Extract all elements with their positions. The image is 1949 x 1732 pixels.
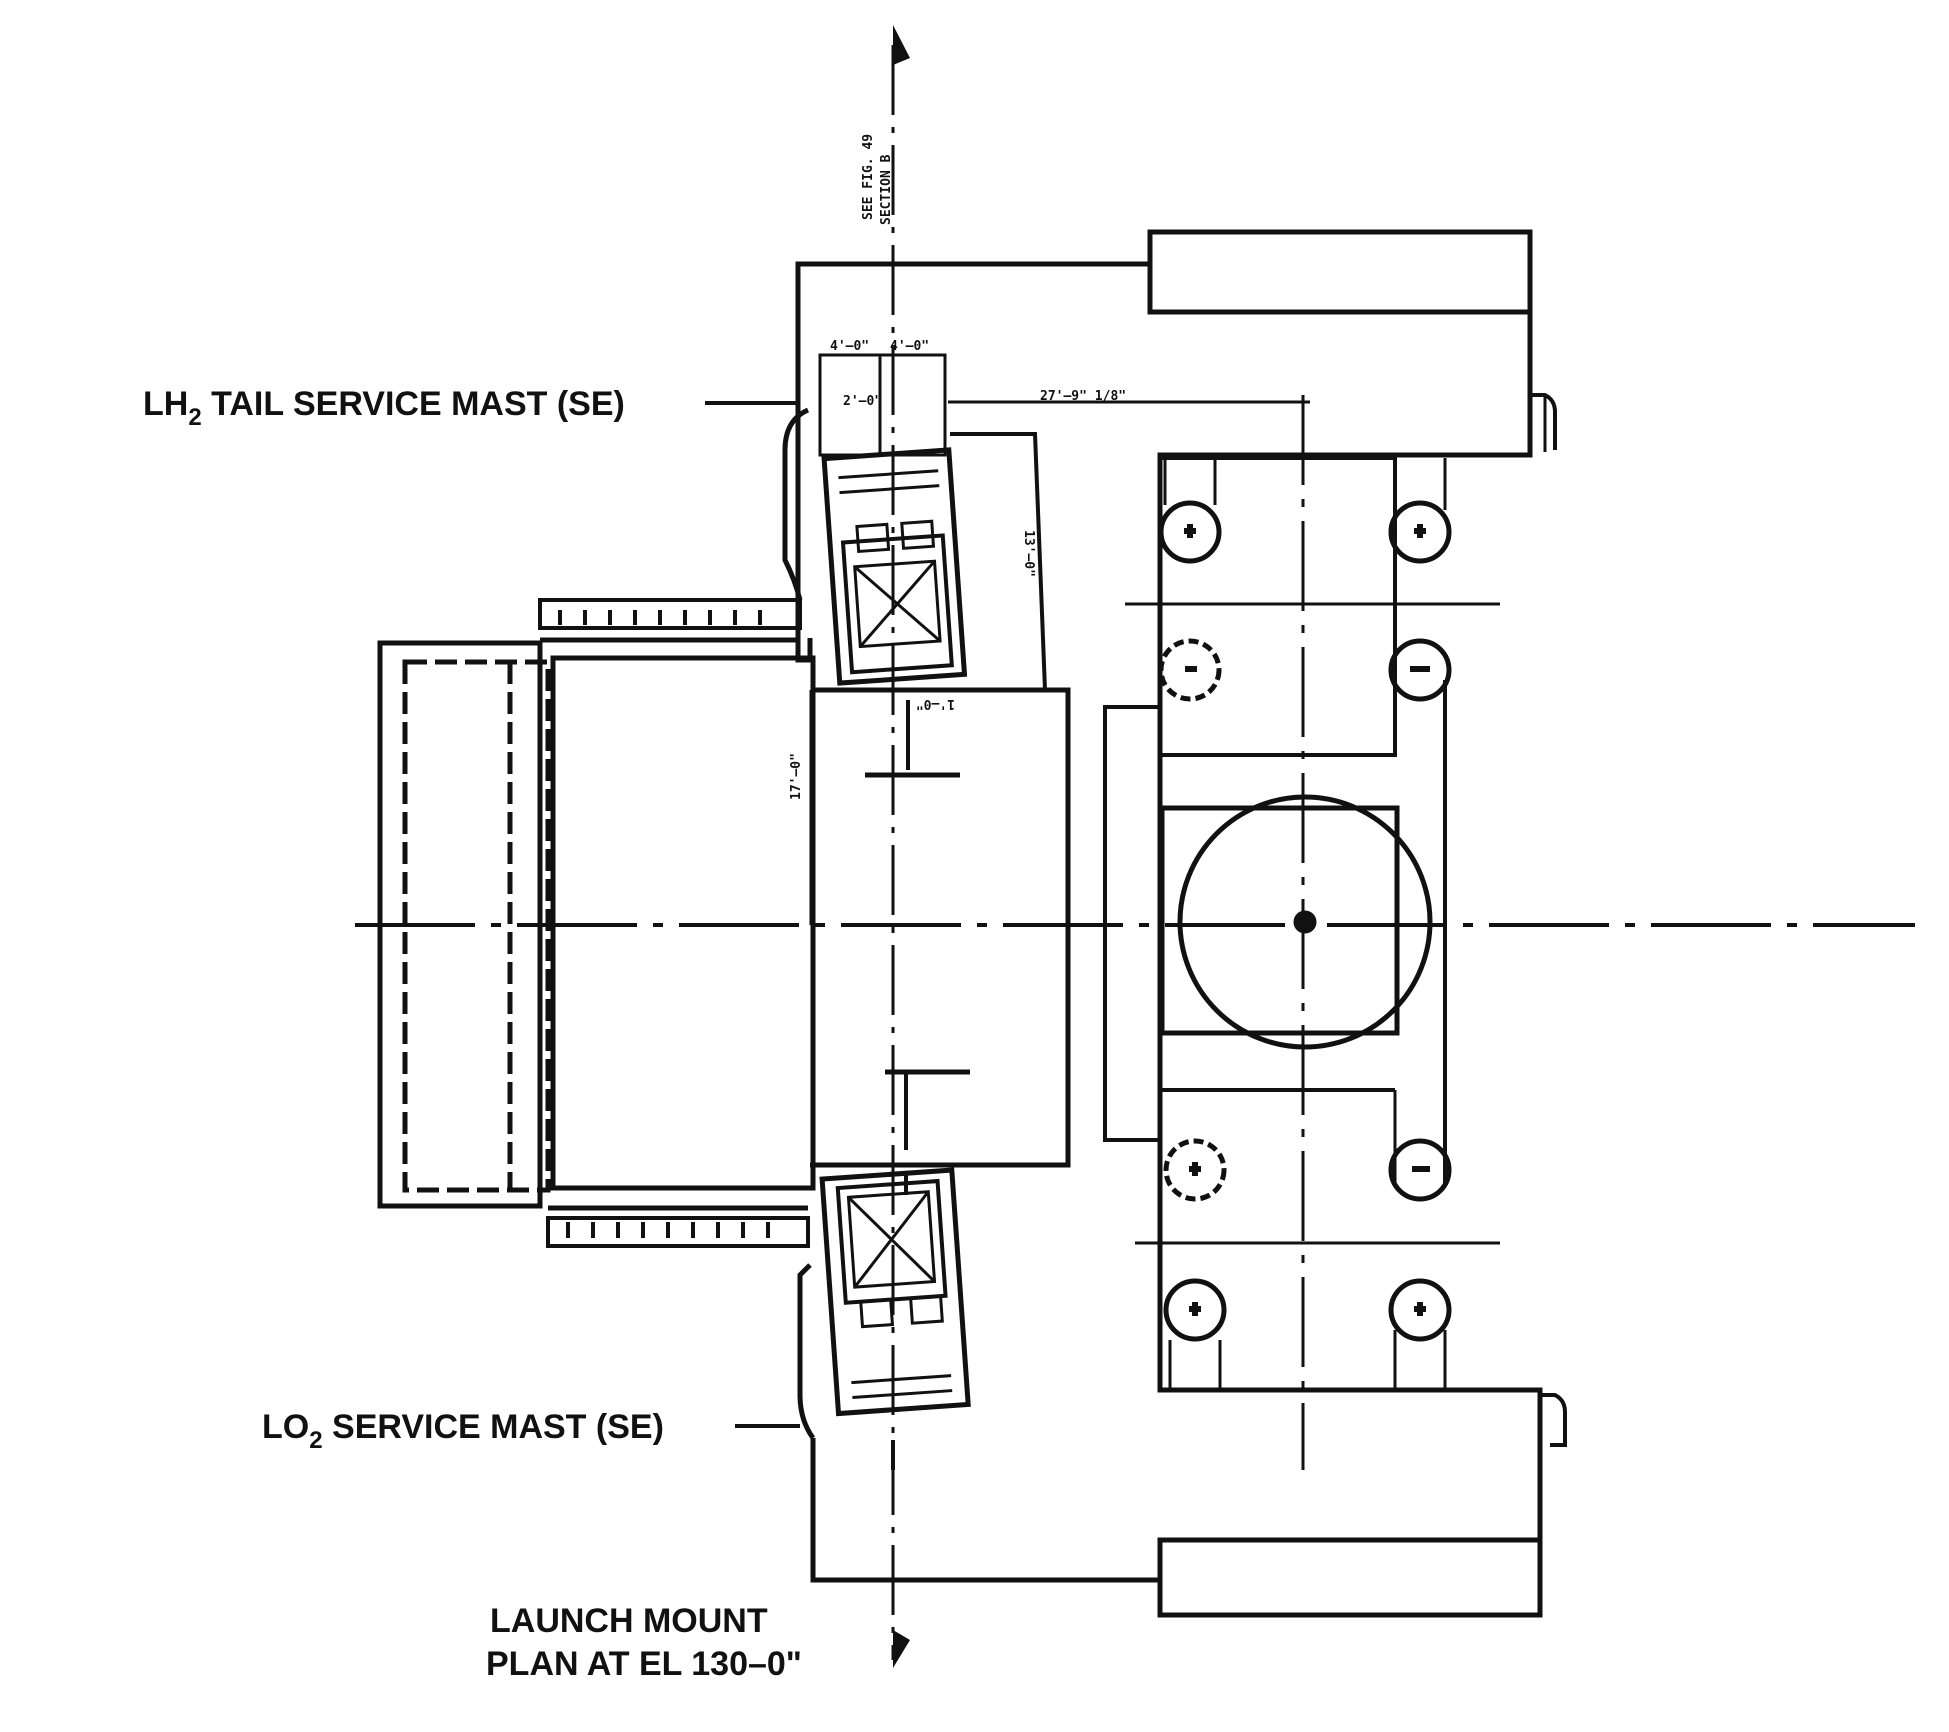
lh2-mast-assembly: [821, 447, 968, 686]
dim-center-left: 17'–0": [789, 753, 804, 800]
dim-vertical-right: 13'–0": [1021, 530, 1036, 577]
dim-long-run: 27'–9" 1/8": [1040, 389, 1126, 404]
dim-top-right: 4'–0": [890, 339, 929, 354]
holddown-circle-3: [1158, 638, 1222, 702]
left-stub-frame: [1103, 705, 1160, 1142]
holddown-circle-1: [1158, 500, 1222, 564]
upper-comb-shield: [538, 598, 802, 630]
holddown-circle-2: [1388, 500, 1452, 564]
center-big-circle: [1177, 794, 1433, 1050]
lh2-mast-frame: [818, 353, 947, 457]
lower-comb-shield: [546, 1216, 810, 1248]
left-outer-rect: [377, 640, 543, 1209]
section-arrow-top: [893, 25, 910, 65]
bottom-rect-block: [1157, 1537, 1543, 1618]
lh2-mast-label: LH2 TAIL SERVICE MAST (SE): [143, 385, 625, 431]
section-ref-line1: SEE FIG. 49: [861, 134, 876, 220]
central-block: [810, 687, 1071, 1168]
lh2-right-bracket: [950, 432, 1047, 691]
holddown-circle-6: [1388, 1138, 1452, 1202]
dim-top-left: 4'–0": [830, 339, 869, 354]
center-point: [1293, 910, 1317, 934]
holddown-circle-5: [1163, 1138, 1227, 1202]
top-rect-block: [1147, 229, 1533, 315]
holddown-circle-4: [1388, 638, 1452, 702]
post-upper-right: [1393, 458, 1447, 510]
lo2-mast-assembly: [819, 1167, 971, 1417]
dim-small-mid: 1'–0": [916, 696, 955, 711]
dimension-texts: 4'–0" 4'–0" 2'–0" 27'–9" 1/8" 13'–0" 1'–…: [789, 134, 1126, 800]
left-main-rect: [550, 655, 816, 1191]
right-holddown-frame: [1160, 456, 1397, 757]
upper-right-stub: [1530, 393, 1557, 450]
lh2-mast-side: [782, 407, 810, 601]
lower-right-stub: [1540, 1393, 1567, 1447]
circle-markers: [1184, 524, 1430, 1316]
plan-title-line1: LAUNCH MOUNT: [490, 1602, 768, 1640]
holddown-circle-8: [1388, 1278, 1452, 1342]
section-arrow-bottom: [893, 1630, 910, 1668]
section-ref-line2: SECTION B: [879, 154, 894, 225]
left-inner-dashed: [402, 659, 551, 1193]
plan-title-line2: PLAN AT EL 130–0": [486, 1645, 802, 1683]
dim-mast-width: 2'–0": [843, 394, 882, 409]
lo2-mast-label: LO2 SERVICE MAST (SE): [262, 1408, 664, 1454]
center-square: [1159, 805, 1400, 1036]
lo2-mast-side: [797, 1263, 816, 1440]
holddown-circle-7: [1163, 1278, 1227, 1342]
